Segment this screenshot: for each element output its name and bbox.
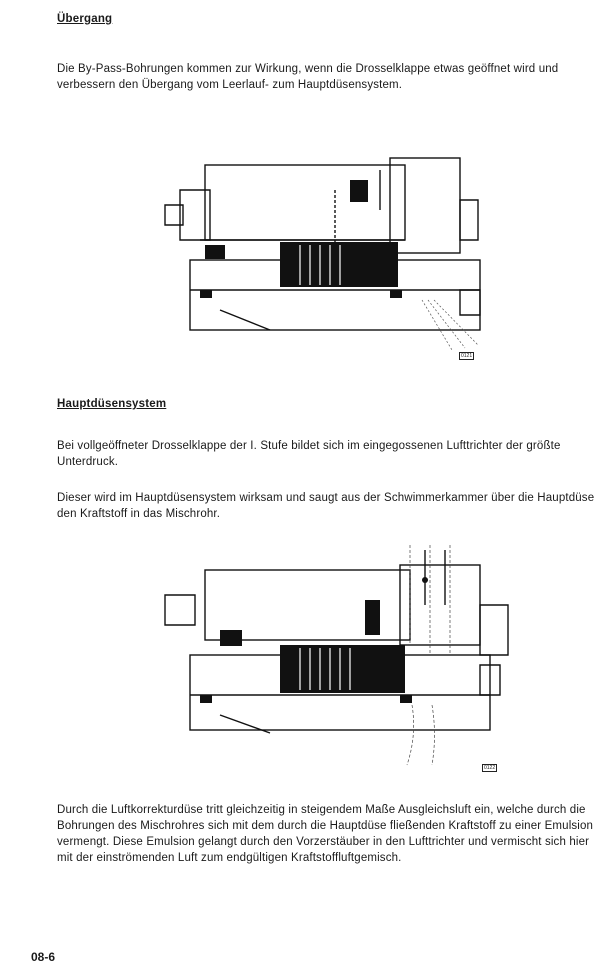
figure-code-0121: 0121 [459, 352, 475, 360]
paragraph-luftkorrekturduese: Durch die Luftkorrekturdüse tritt gleich… [57, 804, 594, 864]
section-heading-hauptduesensystem: Hauptdüsensystem [57, 398, 167, 410]
figure-carburetor-transition [160, 150, 490, 365]
figure-carburetor-main-jet [160, 545, 525, 770]
page-number: 08-6 [31, 950, 56, 964]
paragraph-hauptduesensystem-2: Dieser wird im Hauptdüsensystem wirksam … [57, 492, 595, 520]
section-heading-uebergang: Übergang [57, 13, 113, 25]
paragraph-uebergang: Die By-Pass-Bohrungen kommen zur Wirkung… [57, 63, 559, 91]
carburetor-main-jet-diagram [164, 545, 509, 766]
carburetor-transition-diagram [164, 157, 481, 351]
paragraph-hauptduesensystem-1: Bei vollgeöffneter Drosselklappe der I. … [57, 440, 561, 468]
figure-code-0122: 0122 [482, 764, 498, 772]
